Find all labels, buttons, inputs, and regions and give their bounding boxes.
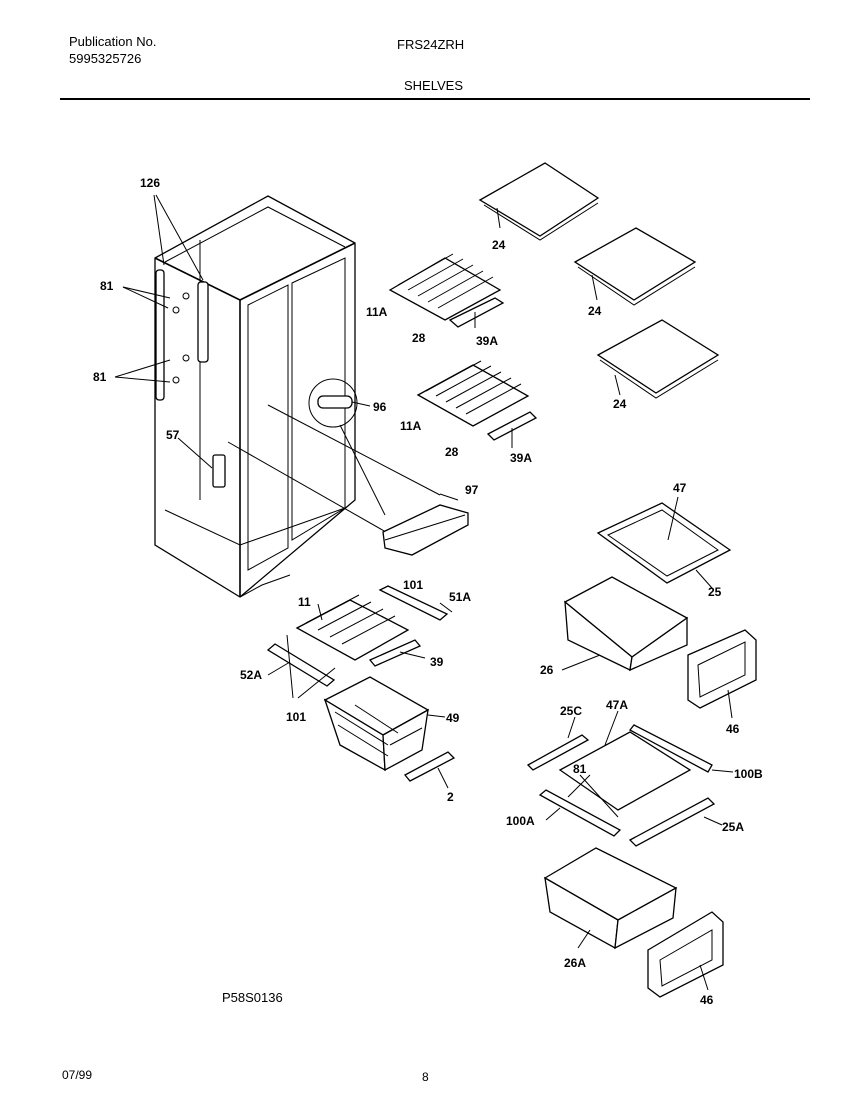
label-81: 81	[100, 279, 114, 293]
wire-shelf-11a-lower	[416, 360, 538, 448]
label-11: 11	[298, 595, 311, 609]
label-28: 28	[412, 331, 426, 345]
label-47: 47	[673, 481, 687, 495]
label-126: 126	[140, 176, 160, 190]
label-24: 24	[492, 238, 506, 252]
section-title: SHELVES	[404, 78, 464, 93]
label-57: 57	[166, 428, 180, 442]
crisper-drawer-26	[561, 576, 689, 672]
label-2: 2	[447, 790, 454, 804]
wire-shelf-11	[266, 585, 453, 699]
label-25c: 25C	[560, 704, 582, 718]
label-47a: 47A	[606, 698, 628, 712]
wire-shelf-11a-upper	[388, 253, 505, 328]
label-25a: 25A	[722, 820, 744, 834]
door-hinge-parts	[114, 194, 226, 488]
crisper-front-46-upper	[687, 629, 757, 719]
drawing-code: P58S0136	[222, 990, 283, 1005]
label-51a: 51A	[449, 590, 471, 604]
label-39: 39	[430, 655, 444, 669]
label-28: 28	[445, 445, 459, 459]
label-39a: 39A	[510, 451, 532, 465]
glass-shelf-24-a	[478, 162, 600, 241]
label-11a: 11A	[366, 305, 388, 319]
label-11a: 11A	[400, 419, 422, 433]
label-25: 25	[708, 585, 722, 599]
dispenser-bracket-parts	[308, 378, 469, 556]
crisper-drawer-26a	[543, 847, 678, 950]
glass-shelf-24-b	[573, 227, 697, 306]
label-96: 96	[373, 400, 387, 414]
label-49: 49	[446, 711, 460, 725]
label-46: 46	[726, 722, 740, 736]
label-24: 24	[613, 397, 627, 411]
label-39a: 39A	[476, 334, 498, 348]
footer-date: 07/99	[62, 1068, 93, 1082]
label-100b: 100B	[734, 767, 763, 781]
label-81: 81	[573, 762, 587, 776]
crisper-front-46-lower	[647, 911, 724, 998]
label-81: 81	[93, 370, 107, 384]
label-26a: 26A	[564, 956, 586, 970]
freezer-basket-49	[323, 676, 456, 789]
part-labels: 126 81 81 57 96 97 11A 28 39A 11A 28 39A…	[93, 176, 763, 1007]
glass-shelf-24-c	[596, 319, 720, 399]
label-101: 101	[403, 578, 423, 592]
publication-number: 5995325726	[69, 51, 142, 66]
page-number: 8	[422, 1070, 429, 1084]
model-number: FRS24ZRH	[397, 37, 465, 52]
label-26: 26	[540, 663, 554, 677]
publication-label: Publication No.	[69, 34, 157, 49]
label-101: 101	[286, 710, 306, 724]
crisper-cover-47	[596, 496, 732, 589]
label-46: 46	[700, 993, 714, 1007]
header-rule	[60, 98, 810, 100]
label-52a: 52A	[240, 668, 262, 682]
label-100a: 100A	[506, 814, 535, 828]
crisper-cover-47a	[526, 710, 734, 847]
label-97: 97	[465, 483, 479, 497]
label-24: 24	[588, 304, 602, 318]
